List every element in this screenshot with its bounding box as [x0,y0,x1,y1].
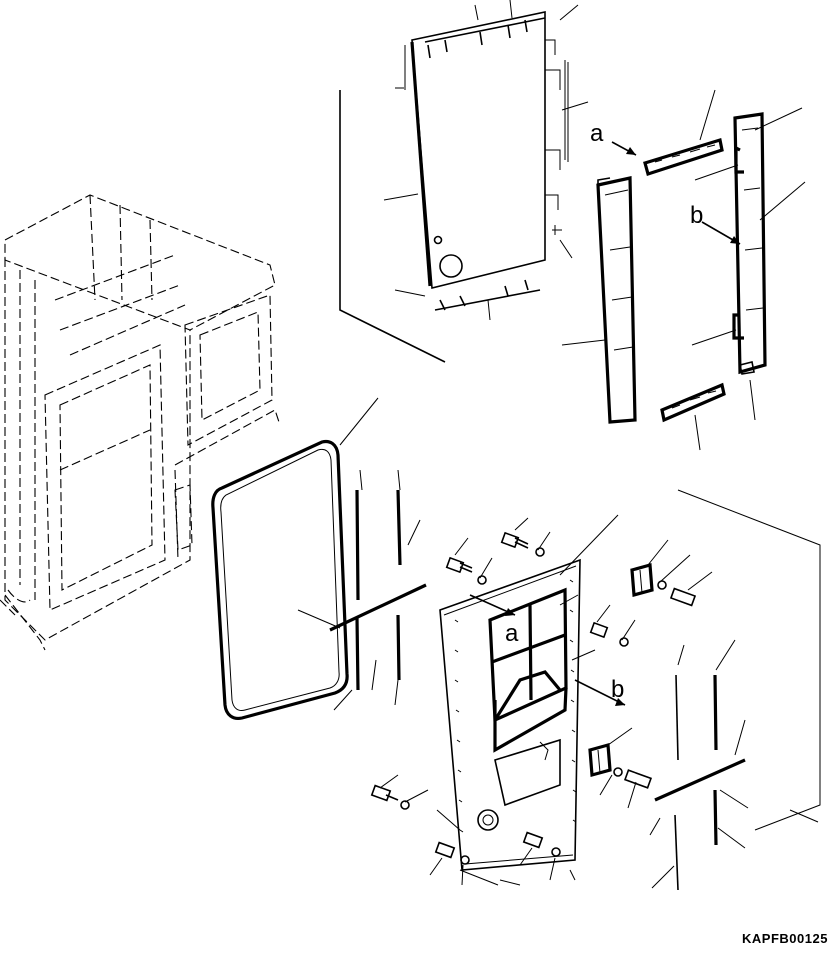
upper-cover-panel [339,0,589,363]
lower-seal-strips [649,639,749,891]
guide-lines [436,489,821,886]
bolt-mid [589,604,636,647]
callout-b-upper: b [690,202,704,229]
hinge-lower [588,727,653,809]
bolt-top-1 [500,517,551,557]
callout-a-lower: a [505,620,519,647]
cab-frame [0,194,281,651]
callout-a-upper: a [590,120,604,147]
bolt-bottom-left [370,774,429,810]
upper-seal-frame [561,89,806,451]
bolt-bottom-right [519,831,561,881]
callout-b-lower: b [611,676,625,703]
hinge-upper [630,539,713,607]
bolt-top-2 [445,537,493,585]
drawing-code: KAPFB00125 [742,931,828,946]
bolts-and-washers [370,517,713,886]
bolt-bottom-centre [429,841,470,886]
window-glass-seal [211,397,427,721]
door-panel [439,514,626,881]
